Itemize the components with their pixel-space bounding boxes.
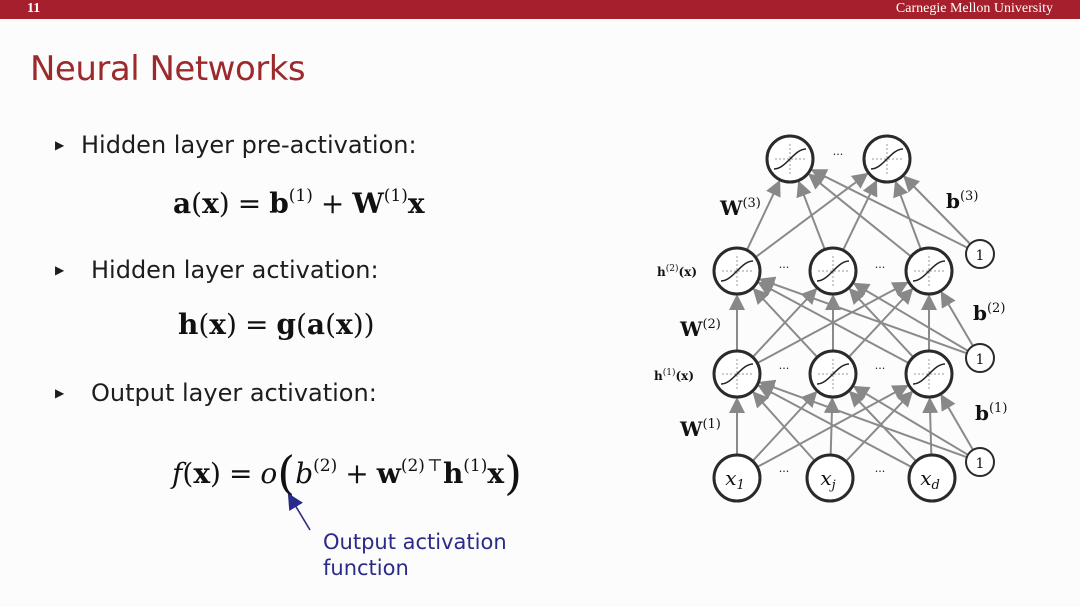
sigmoid-curve-icon [720, 363, 754, 385]
bullet-text: Hidden layer pre-activation: [81, 131, 417, 159]
hidden-layer-2-node [808, 246, 858, 296]
bullet-text: Output layer activation: [91, 379, 377, 407]
sigmoid-curve-icon [773, 148, 807, 170]
bullet-triangle-icon: ▶ [55, 263, 65, 277]
formula-activation: h(x)=g(a(x)) [178, 308, 375, 341]
connection-arrow [940, 290, 974, 347]
header-bar: 11 Carnegie Mellon University [0, 0, 1080, 19]
annotation-arrow-icon [287, 493, 311, 531]
bias-node [965, 343, 995, 373]
connection-arrow [752, 391, 816, 462]
connection-arrow [940, 393, 974, 451]
connection-arrow [757, 281, 910, 365]
connection-arrow [757, 384, 913, 469]
annotation-text: Output activation function [323, 529, 507, 581]
hidden-label-2: h(2)(x) [657, 263, 697, 279]
hidden-label-1: h(1)(x) [654, 367, 694, 383]
bullet-triangle-icon: ▶ [55, 386, 65, 400]
sigmoid-curve-icon [870, 148, 904, 170]
institution-name: Carnegie Mellon University [895, 1, 1053, 16]
connection-arrow [903, 175, 971, 245]
bias-label-3: b(3) [946, 189, 978, 213]
bullet-text: Hidden layer activation: [91, 256, 379, 284]
connection-arrow [745, 179, 781, 251]
output-node [765, 134, 815, 184]
bias-node-label: 1 [976, 456, 985, 472]
annotation-line-2: function [323, 556, 409, 580]
weight-label-1: W(1) [679, 417, 721, 441]
hidden-layer-2-node [904, 246, 954, 296]
network-connections [729, 169, 974, 469]
connection-arrow [922, 396, 939, 456]
output-node [862, 134, 912, 184]
bias-node [965, 447, 995, 477]
weight-label-2: W(2) [679, 317, 721, 341]
connection-arrow [845, 390, 914, 463]
input-node [712, 453, 762, 503]
input-node [805, 453, 855, 503]
slide-number: 11 [27, 1, 41, 16]
ellipsis-label: ... [875, 462, 886, 475]
hidden-layer-2-node [712, 246, 762, 296]
connection-arrow [796, 180, 826, 250]
connection-arrow [810, 169, 968, 249]
bias-node [965, 239, 995, 269]
bias-label-2: b(2) [973, 301, 1005, 325]
connection-arrow [758, 276, 968, 355]
sigmoid-curve-icon [912, 363, 946, 385]
bullet-triangle-icon: ▶ [55, 138, 65, 152]
input-node [907, 453, 957, 503]
bias-label-1: b(1) [975, 401, 1007, 425]
formula-pre-activation: a(x)=b(1)+W(1)x [173, 186, 425, 220]
ellipsis-label: ... [779, 462, 790, 475]
weight-label-3: W(3) [719, 196, 761, 220]
bullet-pre-activation: ▶ Hidden layer pre-activation: [55, 131, 417, 159]
connection-arrow [852, 282, 969, 352]
sigmoid-curve-icon [720, 260, 754, 282]
ellipsis-label: ... [875, 258, 886, 271]
bullet-output: ▶ Output layer activation: [55, 379, 377, 407]
bias-node-label: 1 [976, 248, 985, 264]
sigmoid-curve-icon [816, 260, 850, 282]
ellipsis-label: ... [779, 359, 790, 372]
bullet-activation: ▶ Hidden layer activation: [55, 256, 379, 284]
connection-arrow [893, 180, 922, 250]
connection-arrow [758, 379, 968, 459]
annotation-line-1: Output activation [323, 530, 507, 554]
slide-title: Neural Networks [30, 49, 306, 89]
connection-arrow [807, 173, 912, 258]
sigmoid-curve-icon [816, 363, 850, 385]
ellipsis-label: ... [833, 145, 844, 158]
bias-node-label: 1 [976, 352, 985, 368]
hidden-layer-1-node [712, 349, 762, 399]
hidden-layer-1-node [904, 349, 954, 399]
ellipsis-label: ... [779, 258, 790, 271]
formula-output: f(x)=o(b(2)+w(2)⊤h(1)x) [172, 446, 523, 500]
connection-arrow [852, 385, 969, 456]
sigmoid-curve-icon [912, 260, 946, 282]
ellipsis-label: ... [875, 359, 886, 372]
hidden-layer-1-node [808, 349, 858, 399]
connection-arrow [752, 287, 819, 358]
